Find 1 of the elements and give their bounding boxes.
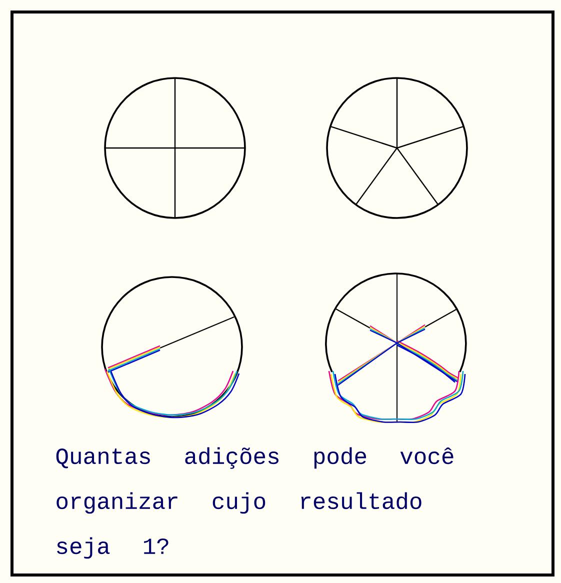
question-text: Quantas adições pode você organizar cujo resultado seja 1? (56, 447, 454, 559)
